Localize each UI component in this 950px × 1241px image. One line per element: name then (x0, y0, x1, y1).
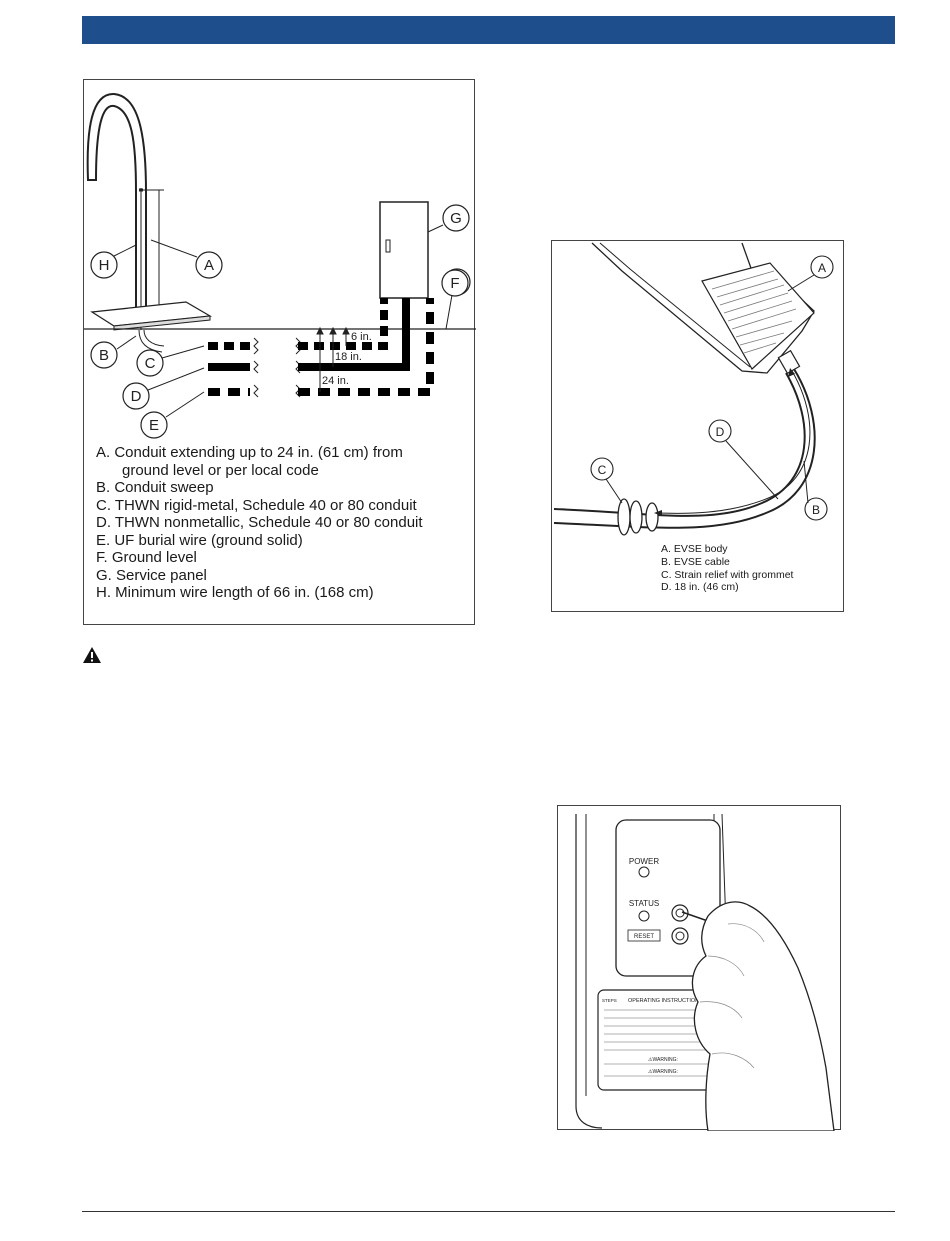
warning-label-2: ⚠WARNING: (648, 1069, 678, 1075)
callout-a: A (818, 261, 826, 275)
figure1-legend: A. Conduit extending up to 24 in. (61 cm… (96, 444, 468, 602)
reset-label: RESET (634, 934, 654, 940)
dim-18-label: 18 in. (335, 351, 362, 363)
callout-c: C (145, 355, 156, 372)
conduit-installation-figure: 6 in. 18 in. 24 in. H A (83, 79, 476, 625)
steps-label: STEPS (602, 998, 617, 1003)
footer-rule (82, 1211, 895, 1212)
reset-diagram: POWER STATUS RESET OPERATING INSTRUCTION… (575, 813, 835, 1131)
warning-triangle-icon (83, 647, 101, 663)
conduit-diagram: 6 in. 18 in. 24 in. H A (84, 92, 476, 439)
legend-item-f: F. Ground level (96, 549, 197, 566)
legend-item-a: A. EVSE body (661, 543, 728, 555)
legend-item-d: D. THWN nonmetallic, Schedule 40 or 80 c… (96, 514, 423, 531)
dim-6-label: 6 in. (351, 331, 372, 343)
callout-h: H (99, 257, 110, 274)
legend-item-c: C. THWN rigid-metal, Schedule 40 or 80 c… (96, 496, 417, 514)
dim-24-label: 24 in. (322, 375, 349, 387)
warning-label-1: ⚠WARNING: (648, 1057, 678, 1063)
legend-item-b: B. Conduit sweep (96, 479, 214, 496)
legend-item-c: C. Strain relief with grommet (661, 568, 794, 581)
legend-item-e: E. UF burial wire (ground solid) (96, 531, 303, 549)
callout-e: E (149, 417, 159, 434)
callout-d: D (131, 388, 142, 405)
callout-b: B (812, 503, 820, 517)
legend-item-b: B. EVSE cable (661, 555, 730, 568)
callout-d: D (716, 425, 725, 439)
legend-item-g: G. Service panel (96, 566, 207, 584)
callout-b: B (99, 347, 109, 364)
reset-button-figure: POWER STATUS RESET OPERATING INSTRUCTION… (557, 805, 841, 1131)
legend-item-d: D. 18 in. (46 cm) (661, 581, 739, 594)
legend-item-a-cont: ground level or per local code (122, 461, 319, 479)
power-label: POWER (629, 857, 659, 866)
callout-g: G (450, 210, 462, 227)
operating-instructions-label: OPERATING INSTRUCTIONS (628, 998, 703, 1004)
callout-a: A (204, 257, 214, 274)
callout-f: F (450, 275, 459, 292)
evse-cable-figure: A D C B A. EVSE body B. EVSE cable C. St… (551, 240, 844, 612)
evse-cable-diagram: A D C B (553, 242, 834, 536)
header-bar (82, 16, 895, 44)
callout-c: C (598, 463, 607, 477)
status-label: STATUS (629, 899, 659, 908)
legend-item-a: A. Conduit extending up to 24 in. (61 cm… (96, 444, 403, 461)
legend-item-h: H. Minimum wire length of 66 in. (168 cm… (96, 584, 374, 601)
figure2-legend: A. EVSE body B. EVSE cable C. Strain rel… (661, 543, 793, 594)
